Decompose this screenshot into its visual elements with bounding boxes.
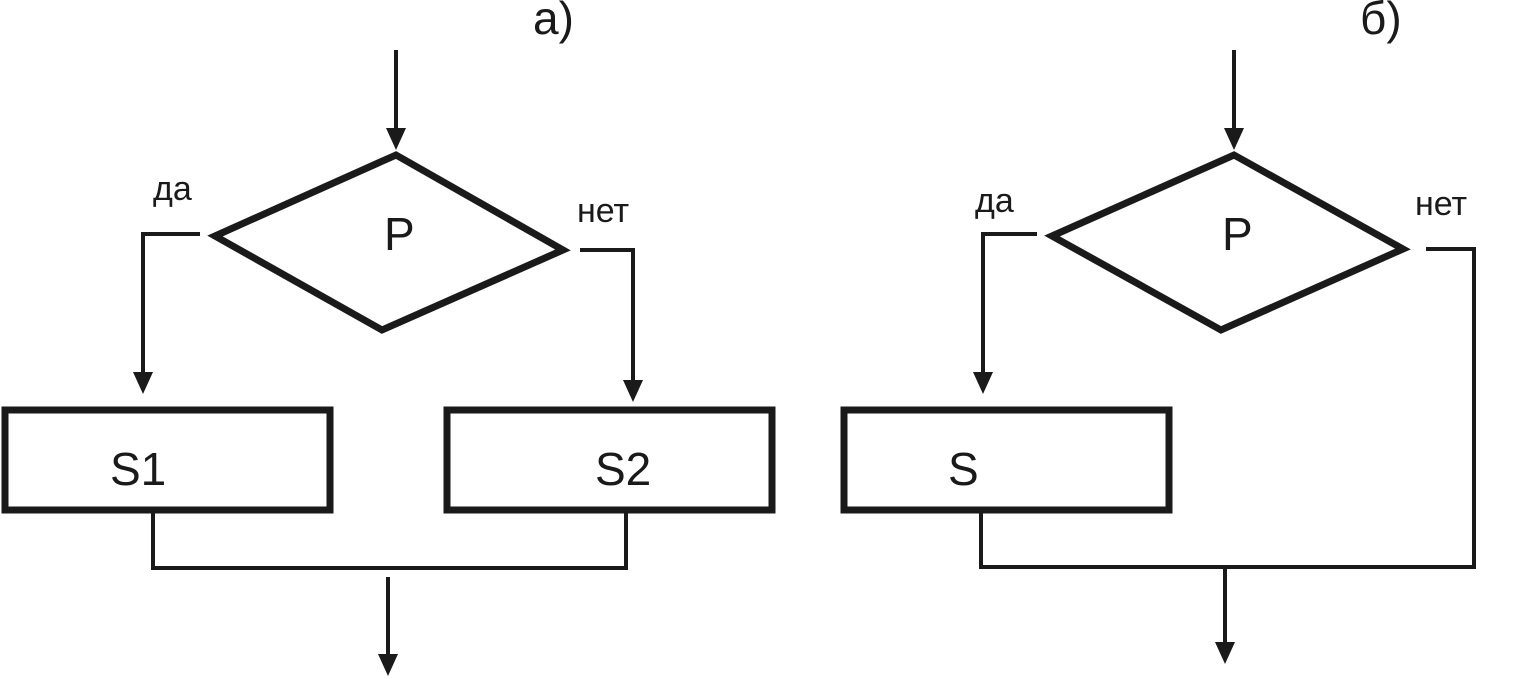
- diagram-a-entry-arrowhead: [386, 128, 406, 150]
- diagram-b: б) P да нет S: [840, 0, 1476, 664]
- diagram-a-yes-label: да: [153, 170, 192, 208]
- diagram-a-no-arrowhead: [623, 380, 643, 402]
- diagram-a-merge-line: [151, 512, 628, 570]
- diagram-a-block-s1-label: S1: [110, 443, 166, 495]
- diagram-a-exit-arrowhead: [378, 654, 398, 676]
- diagram-b-entry-arrowhead: [1224, 128, 1244, 150]
- diagram-b-block-s: [840, 406, 1173, 514]
- diagram-b-caption: б): [1360, 0, 1402, 44]
- diagram-b-no-label: нет: [1415, 185, 1467, 223]
- diagram-a-block-s2: [443, 406, 776, 514]
- diagram-a: а) P да нет S1 S2: [1, 0, 776, 676]
- diagram-b-yes-arrowhead: [973, 372, 993, 394]
- diagram-a-no-label: нет: [577, 192, 629, 230]
- diagram-a-no-branch-line: [580, 248, 635, 386]
- diagram-b-decision-diamond: [1044, 151, 1411, 334]
- diagram-a-decision-diamond: [207, 151, 571, 334]
- diagram-b-yes-label: да: [975, 182, 1014, 220]
- diagram-a-yes-arrowhead: [133, 372, 153, 394]
- diagram-b-merge-line: [979, 512, 1230, 569]
- diagram-b-no-branch-line: [1230, 247, 1476, 569]
- diagram-a-condition-label: P: [384, 208, 415, 260]
- diagram-b-yes-branch-line: [981, 232, 1037, 378]
- diagram-a-caption: а): [533, 0, 574, 44]
- diagram-a-yes-branch-line: [141, 232, 200, 378]
- diagram-a-block-s1: [1, 406, 334, 514]
- diagram-b-condition-label: P: [1222, 208, 1253, 260]
- diagram-b-block-s-label: S: [948, 443, 979, 495]
- diagram-b-exit-arrowhead: [1215, 642, 1235, 664]
- diagram-a-block-s2-label: S2: [595, 443, 651, 495]
